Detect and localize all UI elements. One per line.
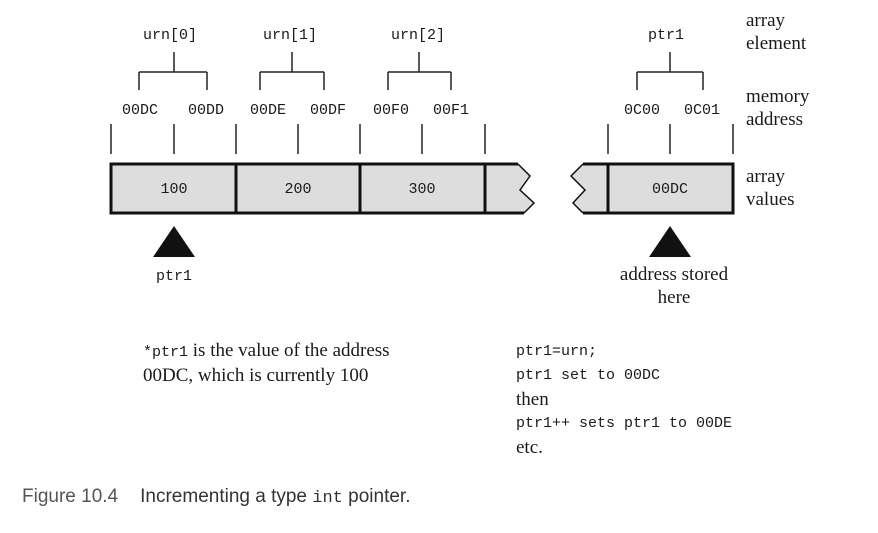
address-label: 00DF	[309, 102, 347, 119]
caption-number: Figure 10.4	[22, 486, 119, 507]
legend-memory-address: memory address	[746, 86, 810, 130]
array-value-urn1: 200	[284, 181, 312, 198]
address-label: 00F1	[432, 102, 470, 119]
legend-array-element: array element	[746, 10, 807, 54]
address-label: 00DE	[249, 102, 287, 119]
ptr1-marker-label: ptr1	[155, 268, 193, 285]
element-brackets	[138, 52, 704, 90]
address-label: 00DD	[187, 102, 225, 119]
element-label-urn1: urn[1]	[262, 27, 318, 44]
pointer-value: 00DC	[651, 181, 689, 198]
element-label-urn2: urn[2]	[390, 27, 446, 44]
address-ticks	[110, 124, 734, 154]
array-strip	[109, 162, 536, 215]
array-value-urn0: 100	[160, 181, 188, 198]
bracket-urn1	[259, 52, 325, 90]
bracket-urn0	[138, 52, 208, 90]
note-code: *ptr1	[143, 344, 189, 361]
address-label: 00DC	[121, 102, 159, 119]
legend-array-values: array values	[746, 166, 795, 210]
bracket-ptr1	[636, 52, 704, 90]
ptr1-marker-triangle	[153, 226, 195, 257]
pointer-strip	[569, 162, 735, 215]
pointer-address-label: 0C00	[623, 102, 661, 119]
note-dereference: *ptr1 is the value of the address 00DC, …	[143, 340, 390, 386]
address-label: 00F0	[372, 102, 410, 119]
array-value-urn2: 300	[408, 181, 436, 198]
note-increment: ptr1=urn; ptr1 set to 00DC then ptr1++ s…	[516, 343, 733, 458]
stored-marker-label: address stored here	[619, 264, 729, 308]
pointer-address-label: 0C01	[683, 102, 721, 119]
element-label-urn0: urn[0]	[142, 27, 198, 44]
stored-marker-triangle	[649, 226, 691, 257]
element-label-ptr1: ptr1	[647, 27, 685, 44]
bracket-urn2	[387, 52, 452, 90]
